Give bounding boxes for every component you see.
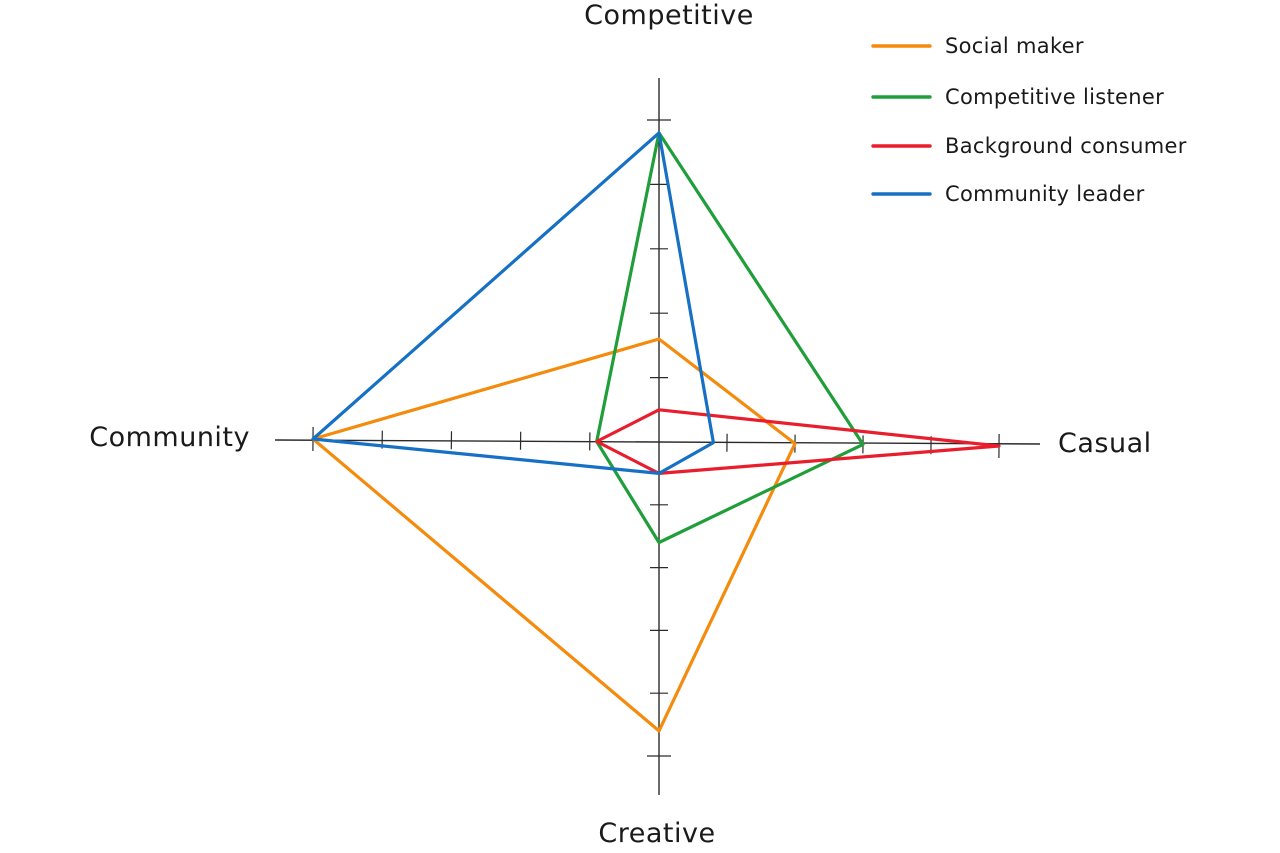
axis-label-community: Community	[89, 422, 250, 453]
series-community-leader	[311, 131, 716, 475]
axis-ticks	[312, 119, 1000, 757]
legend-label-background-consumer: Background consumer	[945, 134, 1187, 158]
legend-label-community-leader: Community leader	[945, 182, 1145, 206]
legend-label-social-maker: Social maker	[945, 34, 1084, 58]
horizontal-axis-line	[274, 439, 1041, 445]
series-competitive-listener	[595, 131, 865, 545]
axis-label-casual: Casual	[1058, 428, 1152, 459]
axis-label-competitive: Competitive	[584, 0, 754, 31]
legend-label-competitive-listener: Competitive listener	[945, 85, 1164, 109]
series-social-maker	[311, 337, 797, 733]
axes	[274, 78, 1041, 795]
series-lines	[311, 131, 1001, 733]
axis-label-creative: Creative	[598, 818, 715, 849]
legend: Social maker Competitive listener Backgr…	[871, 34, 1187, 206]
